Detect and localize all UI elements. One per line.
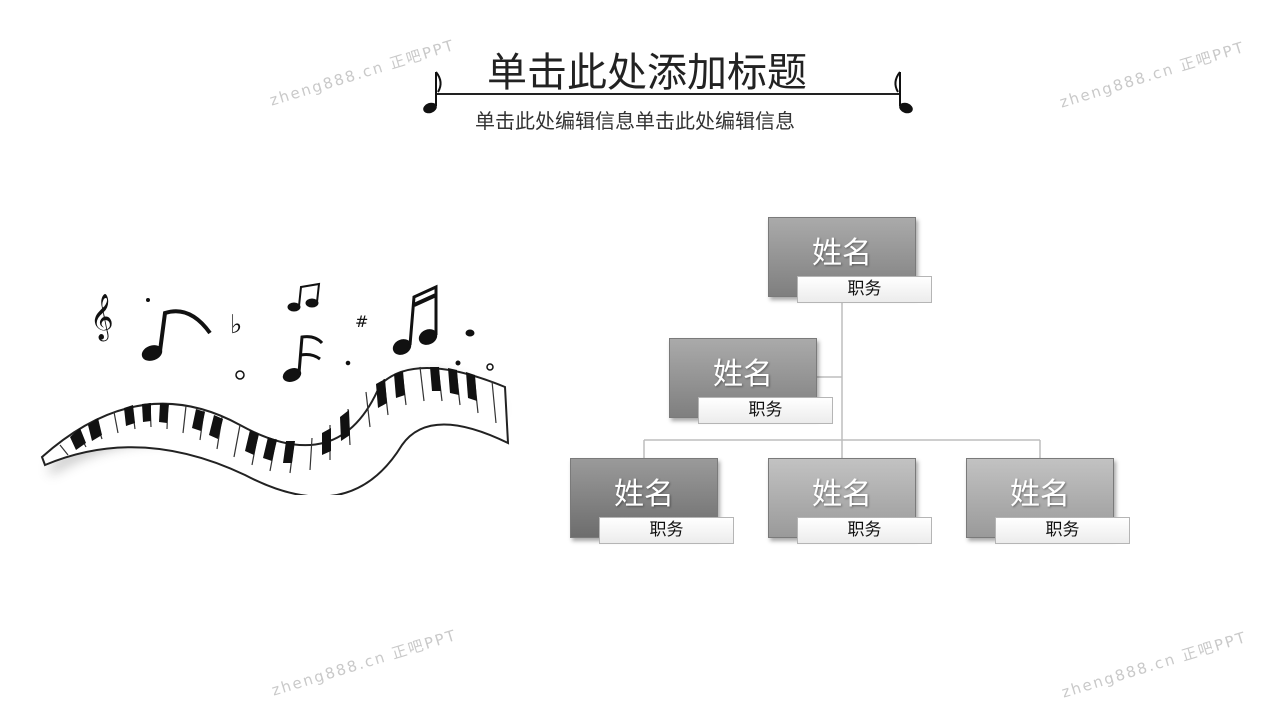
piano-keyboard-illustration: 𝄞 ♭ #	[40, 282, 510, 495]
svg-text:♭: ♭	[230, 310, 242, 340]
svg-text:#: #	[355, 312, 368, 331]
node-role[interactable]: 职务	[599, 517, 734, 544]
title-ornament	[423, 71, 913, 114]
node-name: 姓名	[1010, 477, 1070, 512]
node-role[interactable]: 职务	[698, 397, 833, 424]
slide-title[interactable]: 单击此处添加标题	[487, 50, 807, 96]
node-name: 姓名	[713, 357, 773, 392]
music-note-icon	[899, 102, 913, 114]
node-role[interactable]: 职务	[797, 276, 932, 303]
treble-clef-icon: 𝄞	[90, 294, 114, 342]
node-role[interactable]: 职务	[797, 517, 932, 544]
music-note-icon	[423, 102, 437, 114]
node-name: 姓名	[812, 236, 872, 271]
slide-subtitle[interactable]: 单击此处编辑信息单击此处编辑信息	[475, 109, 795, 133]
node-name: 姓名	[614, 477, 674, 512]
node-name: 姓名	[812, 477, 872, 512]
node-role[interactable]: 职务	[995, 517, 1130, 544]
